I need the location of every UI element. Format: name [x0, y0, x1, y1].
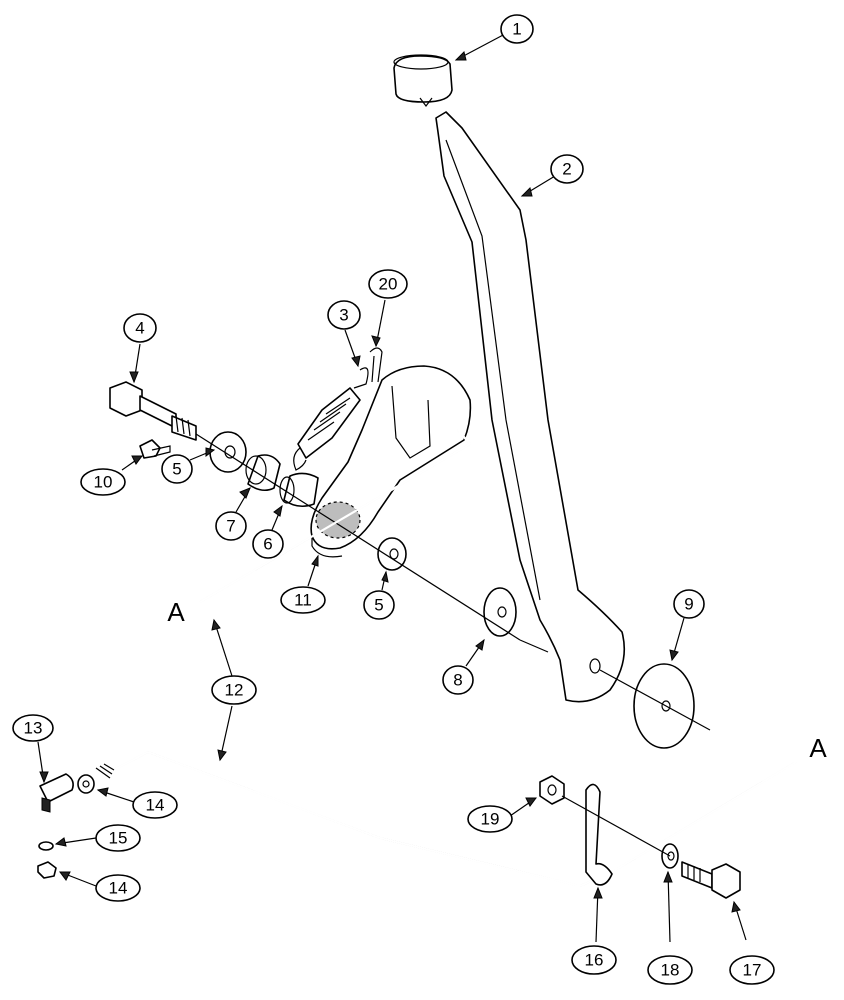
svg-text:12: 12 [225, 681, 244, 700]
balloon-part-7: 7 [215, 511, 247, 541]
balloon-part-5-upper: 5 [161, 454, 193, 484]
balloon-part-19: 19 [467, 805, 513, 833]
balloon-part-9: 9 [673, 589, 705, 619]
part-bolt-17 [681, 861, 741, 899]
svg-text:13: 13 [24, 719, 43, 738]
part-nut-19 [539, 775, 565, 805]
balloon-part-11: 11 [280, 586, 326, 614]
part-lock-washer [38, 841, 54, 851]
part-rod-lower [95, 750, 798, 888]
balloon-part-3: 3 [327, 300, 361, 330]
part-nut-lower [37, 861, 57, 879]
svg-text:7: 7 [226, 517, 235, 536]
balloon-part-2: 2 [550, 154, 584, 184]
svg-text:11: 11 [294, 591, 312, 610]
svg-text:1: 1 [512, 20, 521, 39]
part-lever-arm [435, 111, 626, 703]
section-marker-a-left: A [167, 597, 185, 627]
svg-text:2: 2 [562, 160, 571, 179]
balloon-part-10: 10 [80, 468, 126, 496]
balloon-part-4: 4 [123, 313, 157, 343]
balloon-part-5-lower: 5 [363, 590, 395, 620]
part-washer-upper [209, 431, 247, 473]
svg-text:6: 6 [263, 535, 272, 554]
balloon-part-15: 15 [95, 824, 141, 852]
balloon-part-18: 18 [647, 955, 693, 985]
balloon-part-6: 6 [252, 529, 284, 559]
balloon-part-16: 16 [571, 945, 617, 975]
balloon-part-13: 13 [12, 714, 54, 742]
svg-text:5: 5 [172, 460, 181, 479]
svg-text:4: 4 [135, 319, 144, 338]
part-nut-upper [77, 774, 95, 794]
leader-lines [37, 33, 747, 943]
balloon-part-1: 1 [500, 14, 534, 44]
svg-text:17: 17 [743, 961, 762, 980]
svg-text:18: 18 [661, 961, 680, 980]
part-link [585, 783, 613, 886]
balloon-part-14-lower: 14 [95, 874, 141, 902]
section-marker-a-right: A [809, 733, 827, 763]
part-sleeve [279, 472, 319, 508]
svg-text:16: 16 [585, 951, 604, 970]
balloon-part-20: 20 [368, 269, 408, 299]
part-bushing [245, 454, 281, 492]
svg-text:3: 3 [339, 306, 348, 325]
svg-text:14: 14 [146, 796, 165, 815]
part-cotter-pin [369, 347, 383, 383]
balloon-part-8: 8 [442, 665, 474, 695]
assembly-center-lines [195, 433, 711, 731]
svg-text:14: 14 [109, 879, 128, 898]
balloon-part-12: 12 [211, 675, 257, 705]
svg-text:9: 9 [684, 595, 693, 614]
part-rod-upper [198, 428, 472, 604]
svg-text:10: 10 [94, 473, 113, 492]
part-spring [293, 367, 369, 471]
balloon-part-14-upper: 14 [132, 791, 178, 819]
part-screw [139, 439, 171, 459]
svg-text:8: 8 [453, 671, 462, 690]
part-ball-joint [39, 773, 74, 813]
balloon-part-17: 17 [729, 955, 775, 985]
part-bolt [109, 381, 197, 441]
part-disc [633, 663, 695, 749]
svg-text:19: 19 [481, 810, 500, 829]
svg-text:20: 20 [379, 275, 398, 294]
part-large-washer [483, 587, 517, 637]
part-knob-cap [393, 54, 453, 107]
svg-text:15: 15 [109, 829, 128, 848]
part-washer-lower [377, 537, 407, 571]
part-bracket-plate [310, 365, 472, 558]
svg-text:5: 5 [374, 596, 383, 615]
